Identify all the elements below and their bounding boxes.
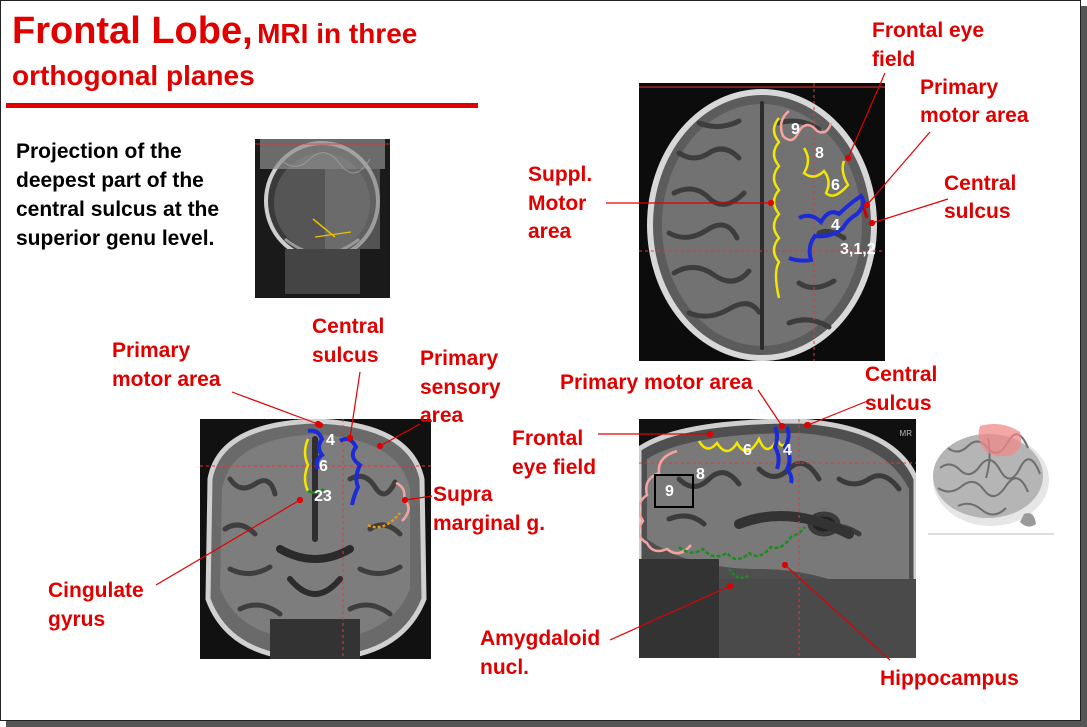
coronal-primary-sensory-label-2: sensory (420, 376, 501, 399)
coronal-primary-motor-label-1: Primary (112, 339, 191, 362)
sagittal-mri-image (639, 419, 916, 658)
coronal-mri-image (200, 419, 431, 659)
sagittal-frontal-eye-label-2: eye field (512, 456, 597, 479)
sagittal-frontal-eye-label-1: Frontal (512, 427, 584, 450)
axial-central-label-1: Central (944, 172, 1017, 195)
title-sub: MRI in three (257, 18, 418, 49)
axial-num-312: 3,1,2 (840, 241, 876, 258)
coronal-supra-label-1: Supra (433, 483, 493, 506)
axial-mri-panel (639, 83, 885, 361)
coronal-cingulate-label-2: gyrus (48, 608, 106, 631)
sagittal-num-6: 6 (743, 442, 752, 459)
slide-title: Frontal Lobe, MRI in three (12, 10, 417, 53)
axial-frontal-eye-label-2: field (872, 48, 916, 71)
sagittal-amygdaloid-label-1: Amygdaloid (480, 627, 601, 650)
axial-num-4: 4 (831, 217, 840, 234)
axial-suppl-label-1: Suppl. (528, 163, 593, 186)
axial-num-9: 9 (791, 121, 800, 138)
sagittal-primary-motor-label: Primary motor area (560, 371, 753, 394)
axial-num-8: 8 (815, 145, 824, 162)
title-main: Frontal Lobe, (12, 10, 253, 52)
axial-primary-motor-label-2: motor area (920, 104, 1029, 127)
intro-text: Projection of the deepest part of the ce… (16, 140, 220, 250)
sagittal-central-label-2: sulcus (865, 392, 932, 415)
coronal-num-6: 6 (319, 458, 328, 475)
thumbnail-image (255, 139, 390, 298)
coronal-primary-motor-label-2: motor area (112, 368, 221, 391)
coronal-supra-label-2: marginal g. (433, 512, 546, 535)
coronal-num-4: 4 (326, 432, 335, 449)
axial-suppl-label-2: Motor (528, 192, 587, 215)
sagittal-num-4: 4 (783, 442, 792, 459)
sagittal-corner-text: MR (899, 429, 912, 438)
coronal-central-label-1: Central (312, 315, 385, 338)
coronal-primary-sensory-label-1: Primary (420, 347, 499, 370)
axial-frontal-eye-label-1: Frontal eye (872, 19, 985, 42)
sagittal-num-8: 8 (696, 466, 705, 483)
axial-suppl-label-3: area (528, 220, 572, 243)
title-rule (6, 103, 478, 108)
axial-num-6: 6 (831, 177, 840, 194)
coronal-cingulate-label-1: Cingulate (48, 579, 144, 602)
coronal-primary-sensory-label-3: area (420, 404, 464, 427)
thumbnail-mri (255, 139, 390, 298)
axial-mri-image (639, 83, 885, 361)
coronal-num-23: 23 (314, 488, 332, 505)
sagittal-mri-panel: MR (639, 419, 916, 658)
sagittal-hippocampus-label: Hippocampus (880, 667, 1019, 690)
coronal-mri-panel (200, 419, 431, 659)
sagittal-num-9: 9 (665, 483, 674, 500)
axial-central-label-2: sulcus (944, 200, 1011, 223)
sagittal-central-label-1: Central (865, 363, 938, 386)
title-line2: orthogonal planes (12, 60, 255, 91)
brain-illustration (928, 418, 1054, 538)
sagittal-amygdaloid-label-2: nucl. (480, 656, 530, 679)
axial-primary-motor-label-1: Primary (920, 76, 999, 99)
coronal-central-label-2: sulcus (312, 344, 379, 367)
